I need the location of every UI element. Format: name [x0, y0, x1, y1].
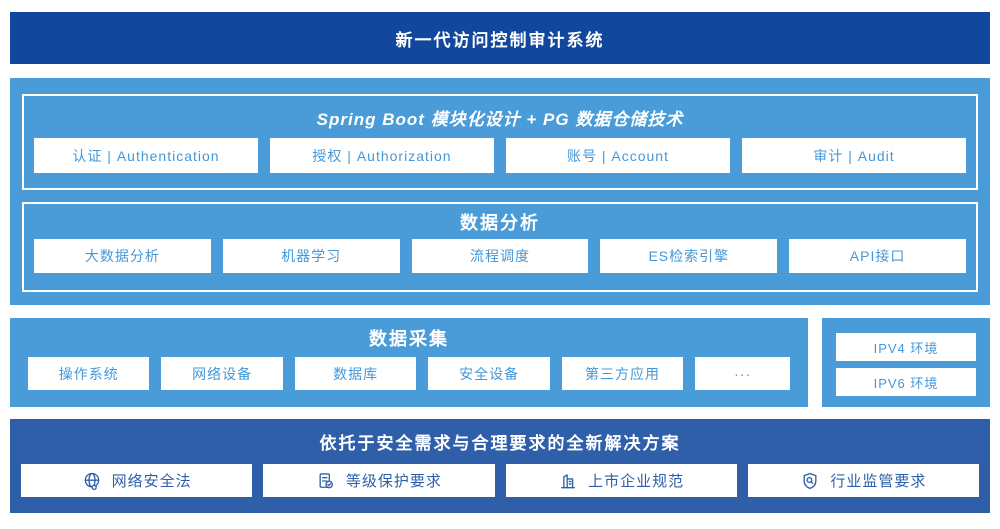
source-box-ellipsis: ··· [695, 357, 790, 390]
spring-boot-modules-row: 认证 | Authentication 授权 | Authorization 账… [34, 138, 966, 173]
solution-title: 依托于安全需求与合理要求的全新解决方案 [319, 434, 681, 453]
data-analysis-section-title: 数据分析 [460, 212, 540, 233]
building-icon [561, 473, 576, 488]
data-collection-panel: 数据采集 操作系统 网络设备 数据库 安全设备 第三方应用 ··· [10, 318, 808, 407]
requirement-box-classified-protection: 等级保护要求 [263, 464, 495, 497]
data-analysis-modules-row: 大数据分析 机器学习 流程调度 ES检索引擎 API接口 [34, 239, 966, 273]
requirement-label: 等级保护要求 [345, 473, 442, 490]
module-box-api: API接口 [789, 239, 966, 273]
solution-panel: 依托于安全需求与合理要求的全新解决方案 网络安全法 等级保护要求 [10, 419, 990, 513]
page-title-banner: 新一代访问控制审计系统 [10, 12, 990, 64]
source-box-database: 数据库 [294, 357, 417, 390]
module-box-authorization: 授权 | Authorization [270, 138, 494, 173]
data-analysis-section: 数据分析 大数据分析 机器学习 流程调度 ES检索引擎 API接口 [22, 202, 978, 292]
environment-panel: IPV4 环境 IPV6 环境 [822, 318, 990, 407]
globe-icon [84, 472, 99, 490]
data-collection-sources-row: 操作系统 网络设备 数据库 安全设备 第三方应用 ··· [28, 357, 790, 390]
source-box-os: 操作系统 [28, 357, 150, 390]
data-collection-title: 数据采集 [369, 328, 449, 349]
module-box-audit: 审计 | Audit [742, 138, 966, 173]
module-box-bigdata: 大数据分析 [34, 239, 211, 273]
solution-requirements-row: 网络安全法 等级保护要求 上市企业规范 [21, 464, 979, 497]
source-box-security-device: 安全设备 [428, 357, 550, 390]
requirement-box-industry-regulation: 行业监管要求 [747, 464, 979, 497]
middle-row: 数据采集 操作系统 网络设备 数据库 安全设备 第三方应用 ··· IPV4 环… [10, 318, 990, 407]
module-box-machine-learning: 机器学习 [222, 239, 400, 273]
spring-boot-section: Spring Boot 模块化设计 + PG 数据仓储技术 认证 | Authe… [22, 94, 978, 190]
env-box-ipv6: IPV6 环境 [836, 368, 976, 396]
module-box-workflow: 流程调度 [411, 239, 589, 273]
source-box-network-device: 网络设备 [161, 357, 283, 390]
requirement-box-cybersecurity-law: 网络安全法 [21, 464, 253, 497]
requirement-label: 上市企业规范 [588, 473, 685, 490]
module-box-authentication: 认证 | Authentication [34, 138, 258, 173]
env-box-ipv4: IPV4 环境 [836, 333, 976, 361]
source-box-third-party: 第三方应用 [561, 357, 684, 390]
requirement-label: 网络安全法 [111, 473, 192, 490]
requirement-box-listed-company: 上市企业规范 [505, 464, 737, 497]
shield-search-icon [803, 472, 817, 489]
page-title: 新一代访问控制审计系统 [395, 30, 605, 50]
module-box-es-search: ES检索引擎 [600, 239, 778, 273]
module-box-account: 账号 | Account [506, 138, 730, 173]
spring-boot-section-title: Spring Boot 模块化设计 + PG 数据仓储技术 [316, 109, 684, 129]
document-check-icon [319, 472, 333, 488]
platform-panel: Spring Boot 模块化设计 + PG 数据仓储技术 认证 | Authe… [10, 78, 990, 305]
requirement-label: 行业监管要求 [830, 473, 927, 490]
